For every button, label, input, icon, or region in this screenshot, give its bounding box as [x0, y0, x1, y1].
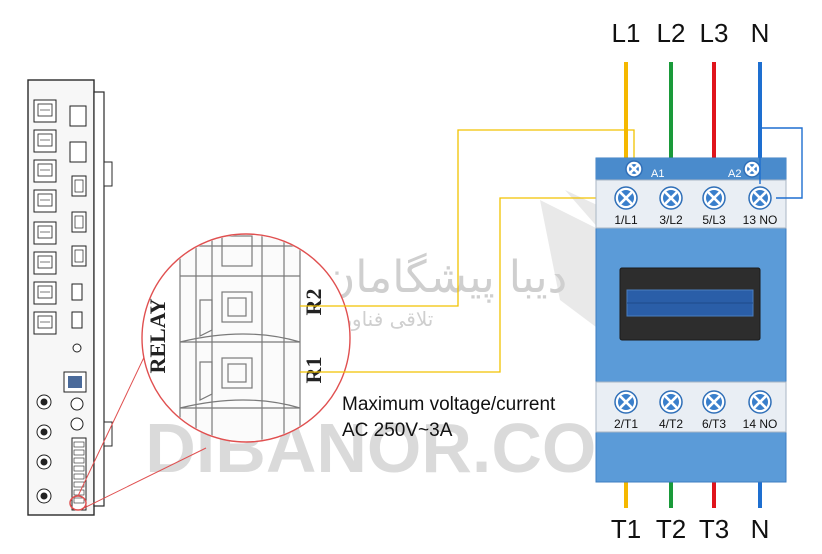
bottom-terminal-screw-0 [614, 390, 638, 414]
rating-note-line1: Maximum voltage/current [342, 394, 556, 415]
bottom-terminal-label-3: 14 NO [743, 417, 778, 431]
bottom-terminal-label-1: 4/T2 [659, 417, 683, 431]
relay-r2-wire [300, 129, 635, 307]
top-terminal-label-1: 3/L2 [659, 213, 683, 227]
coax-connectors [36, 394, 84, 504]
supply-label-0: L1 [612, 18, 641, 48]
bottom-terminal-label-0: 2/T1 [614, 417, 638, 431]
supply-label-3: N [751, 18, 770, 48]
bottom-terminal-screw-3 [748, 390, 772, 414]
coil-a2-screw [743, 160, 761, 178]
hdmi-ports [71, 175, 87, 267]
relay-zoom: RELAY R2 R1 [141, 233, 351, 443]
supply-label-2: L3 [700, 18, 729, 48]
output-labels: T1 T2 T3 N [611, 514, 770, 544]
bottom-terminal-screw-1 [659, 390, 683, 414]
coil-neutral-jumper [759, 127, 803, 199]
watermark-logo [540, 190, 612, 340]
top-terminal-screw-0 [614, 186, 638, 210]
output-label-3: N [751, 514, 770, 544]
watermark: DIBANOR.COM دیبا پیشگامان نور تلاقی فناو… [145, 190, 655, 487]
supply-label-1: L2 [657, 18, 686, 48]
output-label-1: T2 [656, 514, 686, 544]
top-terminal-screw-1 [659, 186, 683, 210]
contactor: A1 A2 1/L1 3/L2 5/L3 13 NO 2/T1 4/T2 6/T3 14 N… [595, 157, 787, 483]
coil-a2-label: A2 [728, 168, 741, 180]
top-terminal-label-3: 13 NO [743, 213, 778, 227]
bottom-terminal-label-2: 6/T3 [702, 417, 726, 431]
coil-a1-screw [625, 160, 643, 178]
top-terminal-screw-3 [748, 186, 772, 210]
rating-note-line2: AC 250V~3A [342, 420, 453, 441]
coil-a1-label: A1 [651, 168, 664, 180]
top-terminals: 1/L1 3/L2 5/L3 13 NO [614, 186, 778, 227]
relay-r1-label: R1 [301, 357, 326, 384]
relay-r1-wire [300, 197, 614, 373]
top-terminal-label-2: 5/L3 [702, 213, 726, 227]
bottom-terminals: 2/T1 4/T2 6/T3 14 NO [614, 390, 778, 431]
output-label-0: T1 [611, 514, 641, 544]
top-terminal-label-0: 1/L1 [614, 213, 638, 227]
top-terminal-screw-2 [702, 186, 726, 210]
relay-r2-label: R2 [301, 289, 326, 316]
bottom-terminal-screw-2 [702, 390, 726, 414]
output-label-2: T3 [699, 514, 729, 544]
relay-label: RELAY [145, 298, 170, 373]
controller-device [27, 79, 113, 516]
supply-labels: L1 L2 L3 N [612, 18, 770, 48]
ethernet-ports [33, 99, 57, 335]
zoom-line-bottom [81, 447, 207, 510]
